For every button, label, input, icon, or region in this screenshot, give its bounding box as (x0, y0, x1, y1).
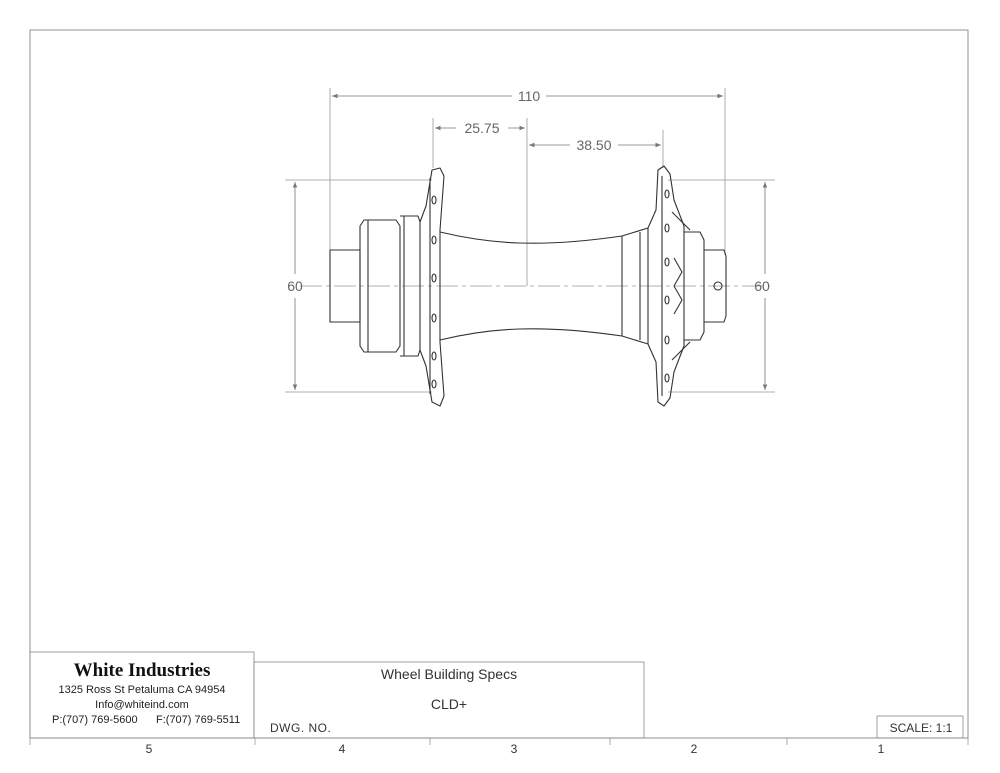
extension-lines (285, 88, 775, 393)
left-flange (419, 167, 445, 407)
zone-label-3: 3 (510, 742, 518, 756)
right-flange (647, 165, 685, 407)
end-cap-hole (713, 281, 723, 291)
dim-right-flange-offset: 38.50 (576, 137, 611, 153)
sheet-border (29, 29, 969, 739)
dim-left-flange-diameter: 60 (287, 278, 303, 294)
scale-label: SCALE: 1:1 (889, 721, 953, 735)
zone-label-5: 5 (145, 742, 153, 756)
model-name: CLD+ (430, 696, 468, 712)
company-address: 1325 Ross St Petaluma CA 94954 (58, 684, 226, 696)
right-spoke-holes (664, 189, 670, 383)
dim-right-flange-diameter: 60 (754, 278, 770, 294)
dim-overall-width: 110 (518, 88, 541, 104)
dimension-lines (292, 93, 768, 390)
right-bearing-housing (684, 231, 705, 341)
drawing-title: Wheel Building Specs (380, 666, 518, 682)
dim-left-flange-offset: 25.75 (464, 120, 499, 136)
title-block-frame (29, 651, 964, 739)
zone-label-1: 1 (877, 742, 885, 756)
company-phone: P:(707) 769-5600 (52, 714, 138, 726)
hub-drawing (329, 165, 727, 407)
company-name: White Industries (73, 660, 211, 681)
dwg-no-label: DWG. NO. (270, 721, 332, 735)
zone-label-2: 2 (690, 742, 698, 756)
hub-body-bottom (439, 328, 623, 341)
hub-body-top (439, 231, 623, 244)
zone-ticks (29, 738, 969, 745)
right-end-cap (704, 249, 727, 323)
left-bearing-housing (359, 219, 401, 353)
left-spoke-holes (431, 195, 437, 389)
company-fax: F:(707) 769-5511 (156, 714, 241, 726)
company-email: Info@whiteind.com (95, 699, 189, 711)
zone-label-4: 4 (338, 742, 346, 756)
